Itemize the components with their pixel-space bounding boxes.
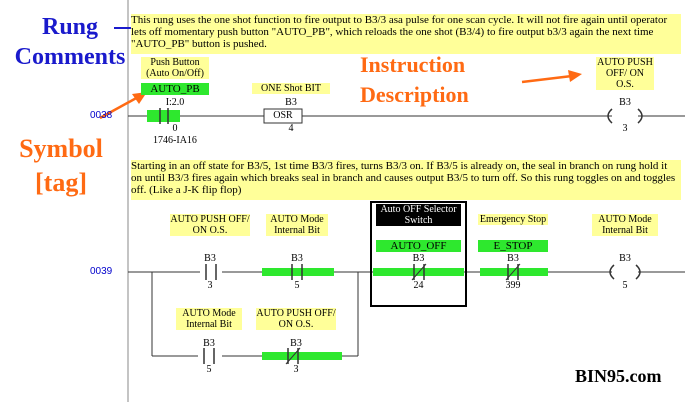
instruction-desc-c3: Auto OFF Selector Switch: [376, 204, 461, 226]
callout-instruction-description: Instruction Description: [360, 52, 469, 107]
rung-comment-38: This rung uses the one shot function to …: [131, 14, 681, 54]
instruction-desc-auto-pb: Push Button (Auto On/Off): [141, 57, 209, 79]
address-c4: B3: [507, 253, 519, 264]
address-osr: B3: [285, 97, 297, 108]
instruction-desc-c1: AUTO PUSH OFF/ ON O.S.: [170, 214, 250, 236]
instruction-desc-coil-39: AUTO Mode Internal Bit: [592, 214, 658, 236]
callout-symbol-tag: Symbol [tag]: [19, 134, 103, 197]
bit-0: 0: [172, 123, 178, 134]
address-c3: B3: [412, 253, 425, 264]
watermark-bin95: BIN95.com: [575, 366, 662, 386]
osr-label: OSR: [273, 110, 293, 121]
address-coil-38: B3: [619, 97, 631, 108]
address-c2: B3: [291, 253, 303, 264]
instruction-desc-b2: AUTO PUSH OFF/ ON O.S.: [256, 308, 336, 330]
bit-b1: 5: [206, 364, 212, 375]
symbol-auto-off: AUTO_OFF: [376, 240, 461, 252]
instruction-desc-b1: AUTO Mode Internal Bit: [176, 308, 242, 330]
instruction-desc-c2: AUTO Mode Internal Bit: [266, 214, 328, 236]
bit-3-coil: 3: [622, 123, 628, 134]
bit-4: 4: [288, 123, 294, 134]
instruction-desc-osr: ONE Shot BIT: [252, 83, 330, 94]
address-c1: B3: [204, 253, 216, 264]
instruction-desc-c4: Emergency Stop: [478, 214, 548, 225]
address-i-2-0: I:2.0: [165, 97, 185, 108]
bit-coil-39: 5: [622, 280, 628, 291]
address-b1: B3: [203, 338, 215, 349]
bit-c1: 3: [207, 280, 213, 291]
osr-box: [263, 108, 303, 124]
bit-c4: 399: [505, 280, 521, 291]
bit-c2: 5: [294, 280, 300, 291]
module-label: 1746-IA16: [153, 135, 197, 146]
address-b2: B3: [290, 338, 302, 349]
callout-rung-comments: Rung Comments: [14, 14, 126, 70]
instruction-desc-coil-38: AUTO PUSH OFF/ ON O.S.: [596, 57, 654, 90]
bit-c3: 24: [413, 280, 424, 291]
rung-number-0038: 0038: [90, 110, 113, 121]
bit-b2: 3: [293, 364, 299, 375]
symbol-auto-pb: AUTO_PB: [141, 83, 209, 95]
address-coil-39: B3: [619, 253, 631, 264]
rung-number-0039: 0039: [90, 266, 113, 277]
symbol-e-stop: E_STOP: [478, 240, 548, 252]
coil-b3-3: [607, 108, 643, 124]
auto-off-box: [370, 201, 467, 307]
rung-comment-39: Starting in an off state for B3/5, 1st t…: [131, 160, 681, 200]
